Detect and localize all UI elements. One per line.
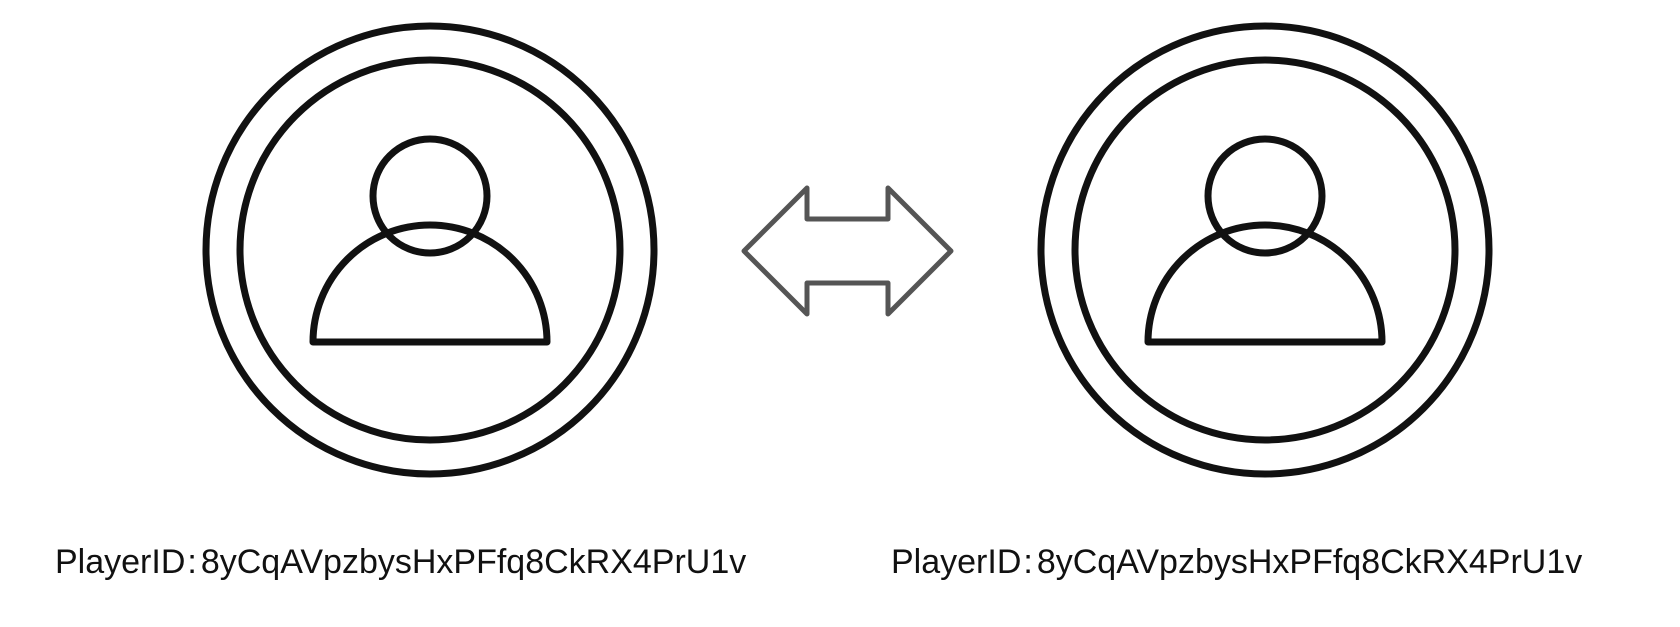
- player-id-separator: :: [1023, 543, 1033, 581]
- swap-arrows-icon: [740, 184, 956, 318]
- player-1-id-text: PlayerID:8yCqAVpzbysHxPFfq8CkRX4PrU1v: [55, 542, 746, 582]
- player-1-avatar-icon: [200, 20, 660, 480]
- player-id-label: PlayerID: [55, 543, 186, 581]
- player-id-label: PlayerID: [891, 543, 1022, 581]
- player-2-id-text: PlayerID:8yCqAVpzbysHxPFfq8CkRX4PrU1v: [891, 542, 1582, 582]
- player-id-separator: :: [187, 543, 197, 581]
- player-id-value: 8yCqAVpzbysHxPFfq8CkRX4PrU1v: [1036, 543, 1583, 581]
- player-id-value: 8yCqAVpzbysHxPFfq8CkRX4PrU1v: [200, 543, 747, 581]
- player-2-avatar-icon: [1035, 20, 1495, 480]
